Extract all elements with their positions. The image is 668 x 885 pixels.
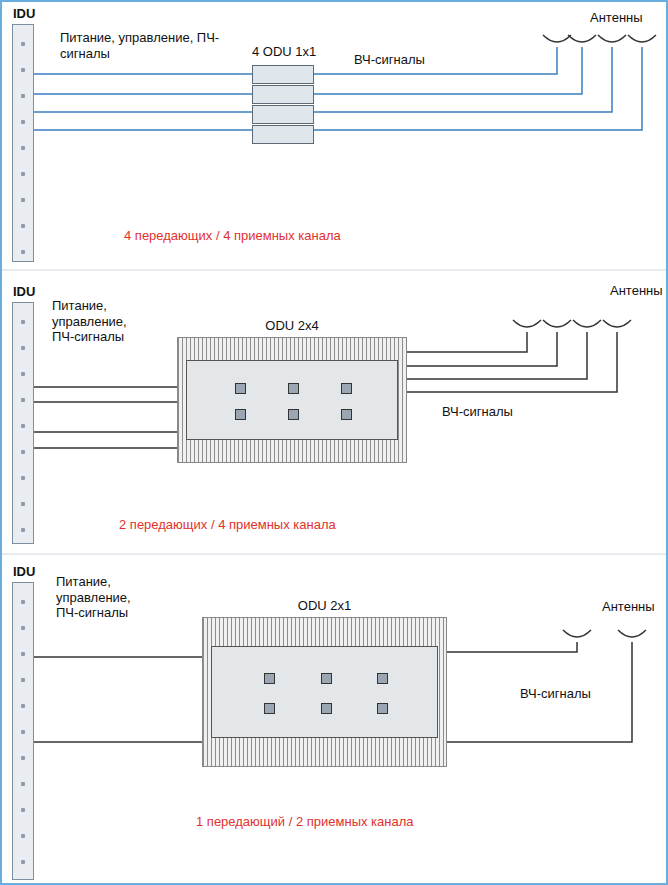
if-cable [34, 111, 252, 113]
antenna-symbol [628, 35, 656, 42]
separator [2, 270, 668, 271]
unit-label: 4 ODU 1x1 [252, 44, 314, 59]
odu-module [252, 65, 314, 84]
antennas [513, 35, 656, 637]
module-square [288, 383, 299, 394]
antenna-symbol [568, 35, 596, 42]
module-square [341, 383, 352, 394]
odu-module [252, 85, 314, 104]
module-square [321, 673, 332, 684]
antenna-symbol [618, 630, 646, 637]
if-cable [34, 386, 177, 388]
module-square [321, 703, 332, 714]
channel-caption: 1 передающий / 2 приемных канала [194, 814, 416, 830]
signal-label: ВЧ-сигналы [440, 404, 515, 420]
module-square [264, 673, 275, 684]
if-cable [34, 93, 252, 95]
antenna-symbol [543, 35, 571, 42]
odu-plate [211, 646, 438, 738]
if-cable [34, 73, 252, 75]
odu-plate [186, 360, 398, 440]
signal-label: ВЧ-сигналы [352, 52, 427, 68]
odu-unit: 4 ODU 1x1 [252, 64, 314, 146]
unit-label: ODU 2x4 [178, 318, 406, 333]
if-cable [34, 129, 252, 131]
antenna-symbol [543, 320, 571, 327]
signal-label: ВЧ-сигналы [518, 686, 593, 702]
rf-wires [314, 47, 642, 130]
channel-caption: 2 передающих / 4 приемных канала [117, 517, 338, 533]
odu-unit: ODU 2x4 [177, 337, 407, 463]
idu-rack: IDU [12, 302, 34, 544]
module-square [377, 703, 388, 714]
if-cable [34, 447, 177, 449]
odu-module [252, 125, 314, 144]
antenna-symbol [603, 320, 631, 327]
signal-label: Антенны [608, 283, 665, 299]
module-square [235, 409, 246, 420]
module-square [341, 409, 352, 420]
signal-label: Питание, управление, ПЧ-сигналы [54, 574, 158, 621]
signal-label: Антенны [588, 10, 645, 26]
odu-unit: ODU 2x1 [202, 617, 447, 767]
unit-label: IDU [13, 284, 35, 299]
module-square [264, 703, 275, 714]
idu-rack: IDU [12, 24, 34, 262]
module-square [377, 673, 388, 684]
idu-rack: IDU [12, 582, 34, 880]
antenna-symbol [573, 320, 601, 327]
signal-label: Питание, управление, ПЧ-сигналы [50, 298, 154, 345]
if-cable [34, 401, 177, 403]
separator [2, 554, 668, 555]
antenna-symbol [513, 320, 541, 327]
signal-label: Питание, управление, ПЧ-сигналы [58, 30, 252, 61]
unit-label: ODU 2x1 [203, 598, 446, 613]
if-cable [34, 741, 202, 743]
antenna-symbol [598, 35, 626, 42]
unit-label: IDU [13, 6, 35, 21]
if-cable [34, 431, 177, 433]
module-square [235, 383, 246, 394]
signal-label: Антенны [600, 599, 657, 615]
module-square [288, 409, 299, 420]
antenna-symbol [563, 630, 591, 637]
odu-module [252, 105, 314, 124]
unit-label: IDU [13, 564, 35, 579]
if-cable [34, 656, 202, 658]
channel-caption: 4 передающих / 4 приемных канала [122, 228, 343, 244]
